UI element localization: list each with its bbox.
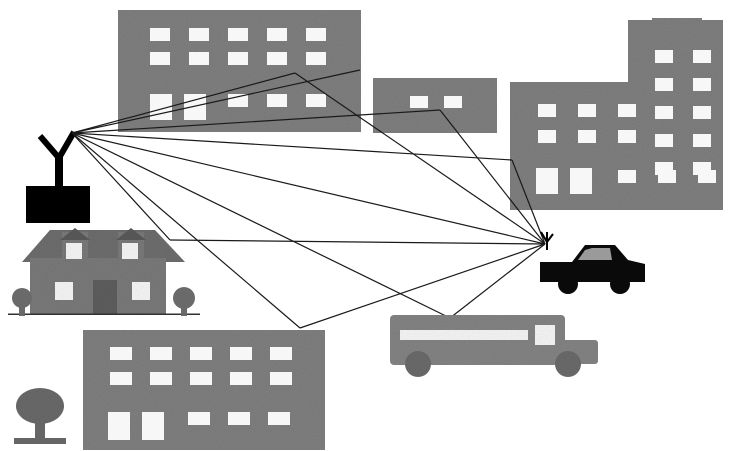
window [190,372,212,385]
window [189,52,209,65]
tree-icon [173,287,195,316]
window [444,96,462,108]
window [618,170,636,183]
window [570,168,592,194]
window [306,52,326,65]
window [108,412,130,440]
signal-ray [450,244,545,318]
window [270,347,292,360]
window [150,372,172,385]
window [693,106,711,119]
window [693,134,711,147]
car-icon [540,232,645,294]
window [228,28,248,41]
window [150,28,170,41]
window [698,170,716,183]
window [188,412,210,425]
house-icon [8,228,200,315]
window [578,104,596,117]
window [110,347,132,360]
window [618,130,636,143]
window [693,50,711,63]
window [228,52,248,65]
window [150,52,170,65]
window [410,96,428,108]
window [189,28,209,41]
window [228,94,248,107]
window [228,412,250,425]
window [536,168,558,194]
window [270,372,292,385]
window [267,28,287,41]
window [538,130,556,143]
signal-ray [170,240,545,244]
bus-icon [390,315,598,377]
window [538,104,556,117]
window [150,347,172,360]
window [693,78,711,91]
window [142,412,164,440]
window [655,50,673,63]
building-small-middle [373,78,497,133]
window [618,104,636,117]
window [110,372,132,385]
window [190,347,212,360]
window [655,106,673,119]
tree-icon [14,388,66,444]
window [306,28,326,41]
transmitter-icon [26,132,90,223]
window [578,130,596,143]
window [268,412,290,425]
window [658,170,676,183]
window [230,372,252,385]
window [306,94,326,107]
window [655,134,673,147]
window [267,94,287,107]
window [655,78,673,91]
window [267,52,287,65]
signal-ray [72,133,512,160]
tree-icon [12,288,32,316]
signal-ray [72,133,545,244]
window [230,347,252,360]
